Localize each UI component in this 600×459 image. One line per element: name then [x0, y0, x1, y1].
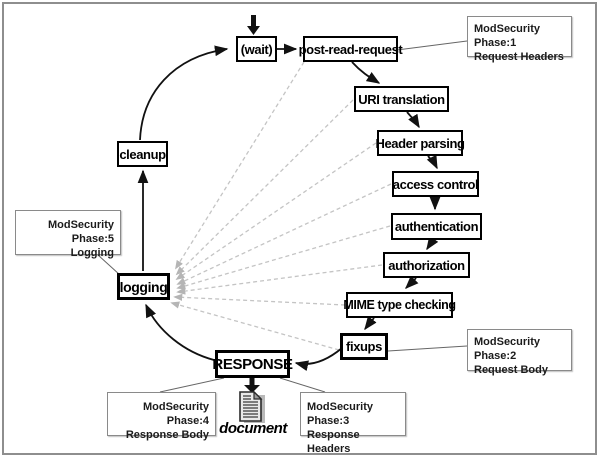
annotation-phase5: ModSecurity Phase:5 Logging [15, 210, 121, 259]
annotation-phase2: ModSecurity Phase:2 Request Body [467, 329, 572, 376]
node-authorization: authorization [383, 252, 470, 278]
entry-arrow [247, 15, 260, 35]
annotation-phase4-title: ModSecurity Phase:4 [142, 401, 209, 427]
flow-arrows [137, 43, 441, 371]
node-wait: (wait) [236, 36, 277, 62]
annotation-phase2-subtitle: Request Body [474, 364, 548, 376]
node-response: RESPONSE [212, 350, 293, 378]
annotation-phase5-subtitle: Logging [70, 247, 114, 259]
annotation-phase1: ModSecurity Phase:1 Request Headers [467, 16, 572, 63]
node-uri-translation: URI translation [354, 86, 449, 112]
annotation-links [97, 40, 468, 393]
node-fixups: fixups [340, 333, 388, 360]
annotation-phase3-subtitle: Response Headers [307, 429, 360, 455]
annotation-phase4: ModSecurity Phase:4 Response Body [107, 392, 216, 441]
annotation-phase3: ModSecurity Phase:3 Response Headers [300, 392, 406, 455]
node-header-parsing: Header parsing [375, 130, 465, 156]
response-document-arrow [244, 378, 260, 393]
annotation-phase1-title: ModSecurity Phase:1 [474, 23, 541, 49]
node-cleanup: cleanup [117, 141, 168, 167]
document-label: document [219, 420, 287, 437]
annotation-phase4-subtitle: Response Body [125, 429, 209, 441]
annotation-phase3-title: ModSecurity Phase:3 [307, 401, 374, 427]
node-authentication: authentication [391, 213, 482, 240]
annotation-phase1-subtitle: Request Headers [474, 51, 564, 63]
dashed-logging-links [170, 61, 392, 351]
node-access-control: access control [392, 171, 479, 197]
annotation-phase2-title: ModSecurity Phase:2 [474, 336, 541, 362]
annotation-phase5-title: ModSecurity Phase:5 [47, 219, 114, 245]
node-mime-type-checking: MIME type checking [343, 292, 456, 318]
node-logging: logging [117, 273, 170, 300]
node-post-read-request: post-read-request [299, 36, 403, 62]
document-icon [239, 390, 265, 423]
